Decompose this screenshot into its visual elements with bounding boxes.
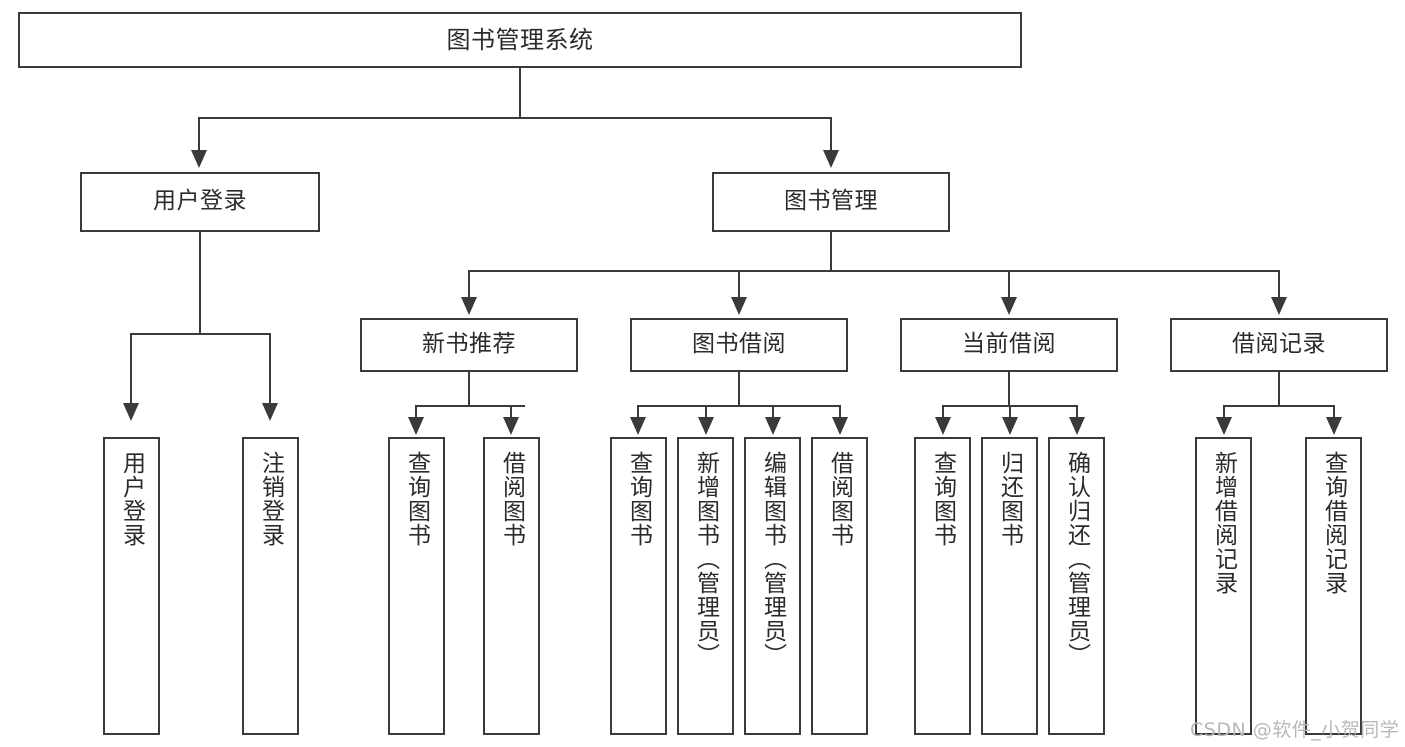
arrow-to-leaf-add-record — [1216, 417, 1232, 435]
arrow-to-leaf-logout — [262, 403, 278, 421]
connector-nbr-drop-2 — [510, 405, 512, 419]
node-book-manage[interactable]: 图书管理 — [712, 172, 950, 232]
node-label: 新增借阅记录 — [1210, 451, 1237, 595]
arrow-to-user-login — [191, 150, 207, 168]
arrow-to-leaf-query-book-bb — [630, 417, 646, 435]
connector-to-borrow-record — [1278, 270, 1280, 300]
node-label: 用户登录 — [118, 451, 145, 547]
connector-nbr-drop-1 — [415, 405, 417, 419]
node-label: 归还图书 — [996, 451, 1023, 547]
arrow-to-borrow-record — [1271, 297, 1287, 315]
leaf-borrow-book-recommend[interactable]: 借阅图书 — [483, 437, 540, 735]
node-label: 查询借阅记录 — [1320, 451, 1347, 595]
connector-root-stem — [519, 68, 521, 118]
connector-book-borrow-stem — [738, 372, 740, 406]
node-borrow-record[interactable]: 借阅记录 — [1170, 318, 1388, 372]
node-label: 图书管理 — [784, 188, 878, 215]
connector-user-login-bar — [130, 333, 270, 335]
leaf-query-book-recommend[interactable]: 查询图书 — [388, 437, 445, 735]
connector-root-bar — [198, 117, 832, 119]
arrow-to-leaf-user-login — [123, 403, 139, 421]
node-root-system[interactable]: 图书管理系统 — [18, 12, 1022, 68]
node-label: 当前借阅 — [962, 331, 1056, 358]
connector-bb-drop-2 — [705, 405, 707, 419]
connector-br-drop-2 — [1333, 405, 1335, 419]
arrow-to-leaf-confirm-return — [1069, 417, 1085, 435]
connector-to-book-borrow — [738, 270, 740, 300]
arrow-to-current-borrow — [1001, 297, 1017, 315]
leaf-query-borrow-record[interactable]: 查询借阅记录 — [1305, 437, 1362, 735]
connector-borrow-record-bar — [1223, 405, 1335, 407]
node-label: 借阅图书 — [826, 451, 853, 547]
connector-user-login-drop-1 — [130, 333, 132, 405]
connector-root-to-user-login — [198, 117, 200, 152]
connector-br-drop-1 — [1223, 405, 1225, 419]
connector-book-manage-bar — [468, 270, 1280, 272]
node-label: 图书借阅 — [692, 331, 786, 358]
leaf-query-book-borrow[interactable]: 查询图书 — [610, 437, 667, 735]
node-label: 查询图书 — [403, 451, 430, 547]
connector-new-book-recommend-stem — [468, 372, 470, 406]
node-label: 借阅图书 — [498, 451, 525, 547]
node-new-book-recommend[interactable]: 新书推荐 — [360, 318, 578, 372]
leaf-query-book-current[interactable]: 查询图书 — [914, 437, 971, 735]
node-label: 查询图书 — [625, 451, 652, 547]
node-label: 注销登录 — [257, 451, 284, 547]
connector-root-to-book-manage — [830, 117, 832, 152]
node-current-borrow[interactable]: 当前借阅 — [900, 318, 1118, 372]
connector-to-new-book-recommend — [468, 270, 470, 300]
connector-book-borrow-bar — [637, 405, 841, 407]
connector-cb-drop-2 — [1009, 405, 1011, 419]
node-label: 借阅记录 — [1232, 331, 1326, 358]
connector-to-current-borrow — [1008, 270, 1010, 300]
node-label: 用户登录 — [153, 188, 247, 215]
connector-cb-drop-3 — [1076, 405, 1078, 419]
leaf-add-book-admin[interactable]: 新增图书（管理员） — [677, 437, 734, 735]
connector-user-login-stem — [199, 232, 201, 334]
leaf-add-borrow-record[interactable]: 新增借阅记录 — [1195, 437, 1252, 735]
leaf-return-book[interactable]: 归还图书 — [981, 437, 1038, 735]
leaf-user-login[interactable]: 用户登录 — [103, 437, 160, 735]
node-book-borrow[interactable]: 图书借阅 — [630, 318, 848, 372]
node-label: 图书管理系统 — [446, 25, 594, 54]
node-label: 新书推荐 — [422, 331, 516, 358]
connector-new-book-recommend-bar — [415, 405, 525, 407]
node-label: 新增图书（管理员） — [692, 451, 719, 667]
connector-current-borrow-stem — [1008, 372, 1010, 406]
arrow-to-leaf-edit-book — [765, 417, 781, 435]
arrow-to-leaf-query-book-nbr — [408, 417, 424, 435]
connector-cb-drop-1 — [942, 405, 944, 419]
arrow-to-leaf-query-record — [1326, 417, 1342, 435]
connector-user-login-drop-2 — [269, 333, 271, 405]
arrow-to-book-manage — [823, 150, 839, 168]
node-user-login[interactable]: 用户登录 — [80, 172, 320, 232]
connector-borrow-record-stem — [1278, 372, 1280, 406]
leaf-edit-book-admin[interactable]: 编辑图书（管理员） — [744, 437, 801, 735]
arrow-to-new-book-recommend — [461, 297, 477, 315]
leaf-logout[interactable]: 注销登录 — [242, 437, 299, 735]
arrow-to-leaf-borrow-book-nbr — [503, 417, 519, 435]
csdn-watermark: CSDN @软件_小贺同学 — [1190, 719, 1400, 741]
node-label: 查询图书 — [929, 451, 956, 547]
leaf-borrow-book[interactable]: 借阅图书 — [811, 437, 868, 735]
connector-bb-drop-1 — [637, 405, 639, 419]
arrow-to-leaf-return-book — [1002, 417, 1018, 435]
arrow-to-leaf-add-book — [698, 417, 714, 435]
arrow-to-leaf-query-book-cb — [935, 417, 951, 435]
connector-book-manage-stem — [830, 232, 832, 271]
connector-bb-drop-4 — [839, 405, 841, 419]
leaf-confirm-return-admin[interactable]: 确认归还（管理员） — [1048, 437, 1105, 735]
node-label: 确认归还（管理员） — [1063, 451, 1090, 667]
connector-bb-drop-3 — [772, 405, 774, 419]
arrow-to-book-borrow — [731, 297, 747, 315]
node-label: 编辑图书（管理员） — [759, 451, 786, 667]
arrow-to-leaf-borrow-book-bb — [832, 417, 848, 435]
